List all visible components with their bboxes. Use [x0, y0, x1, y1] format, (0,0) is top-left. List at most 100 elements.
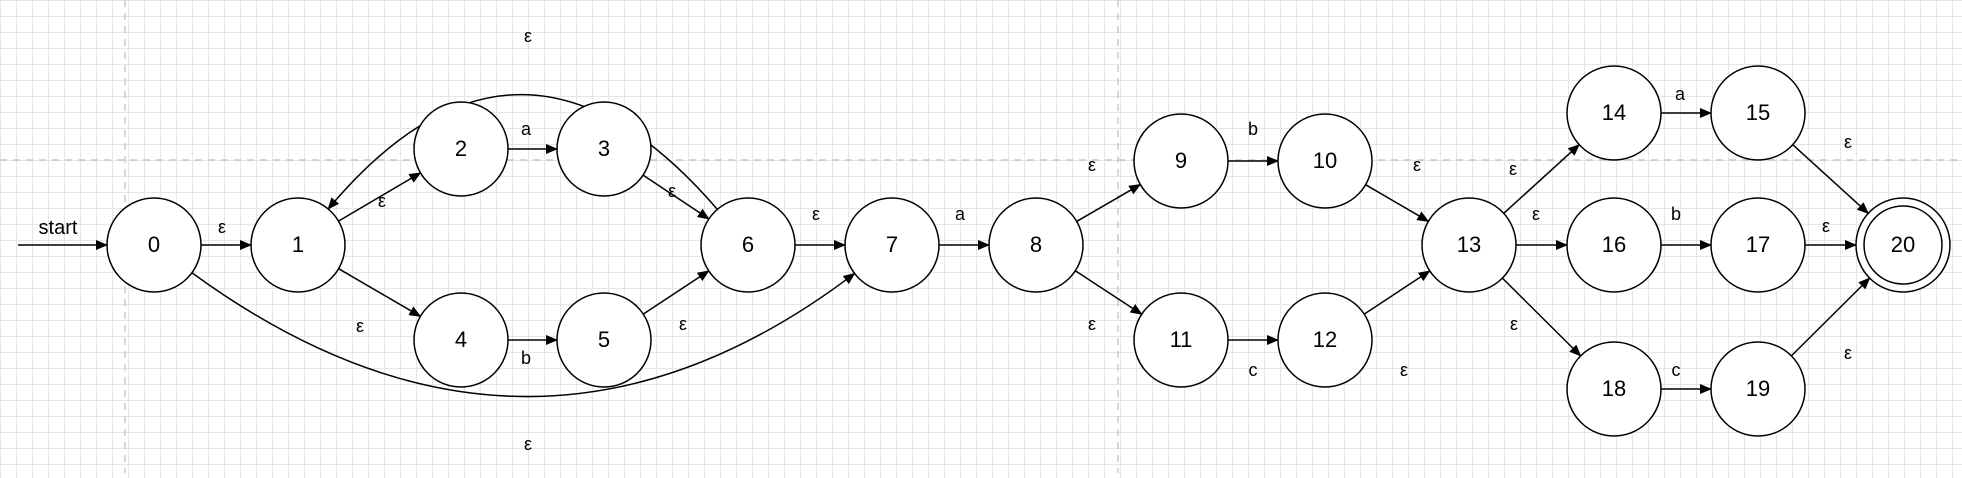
state-circle [556, 101, 652, 197]
state-8: 8 [988, 197, 1084, 293]
state-label: 12 [1313, 327, 1337, 352]
state-2: 2 [413, 101, 509, 197]
transition-arrow-13-14 [1503, 143, 1580, 214]
state-label: 5 [598, 327, 610, 352]
state-label: 3 [598, 136, 610, 161]
state-label: 20 [1891, 232, 1915, 257]
state-label: 2 [455, 136, 467, 161]
transition-label-1-4: ε [356, 316, 364, 336]
state-label: 0 [148, 232, 160, 257]
transition-label-8-9: ε [1088, 155, 1096, 175]
state-circle [1421, 197, 1517, 293]
transition-label-13-18: ε [1510, 314, 1518, 334]
accepting-inner-circle [1863, 205, 1943, 285]
state-4: 4 [413, 292, 509, 388]
state-label: 13 [1457, 232, 1481, 257]
transition-arrow-0-7 [191, 272, 856, 398]
transition-label-8-11: ε [1088, 314, 1096, 334]
transition-label-3-6: ε [668, 181, 676, 201]
state-label: 4 [455, 327, 467, 352]
transition-arrow-8-9 [1076, 183, 1142, 223]
state-circle [556, 292, 652, 388]
transition-label-5-6: ε [679, 314, 687, 334]
transitions-layer [191, 93, 1871, 398]
state-label: 9 [1175, 148, 1187, 173]
state-label: 1 [292, 232, 304, 257]
state-9: 9 [1133, 113, 1229, 209]
transition-arrow-1-2 [338, 172, 422, 222]
state-11: 11 [1133, 292, 1229, 388]
transition-label-16-17: b [1671, 204, 1681, 224]
state-label: 17 [1746, 232, 1770, 257]
transition-label-0-7: ε [524, 434, 532, 454]
transition-label-19-20: ε [1844, 343, 1852, 363]
state-circle [1710, 341, 1806, 437]
state-5: 5 [556, 292, 652, 388]
transition-arrow-19-20 [1790, 277, 1871, 357]
state-13: 13 [1421, 197, 1517, 293]
state-label: 10 [1313, 148, 1337, 173]
state-circle [1566, 341, 1662, 437]
state-label: 8 [1030, 232, 1042, 257]
state-circle [844, 197, 940, 293]
state-circle [1566, 65, 1662, 161]
state-16: 16 [1566, 197, 1662, 293]
transition-label-10-13: ε [1413, 155, 1421, 175]
state-circle [1710, 197, 1806, 293]
state-circle [1133, 292, 1229, 388]
state-6: 6 [700, 197, 796, 293]
state-10: 10 [1277, 113, 1373, 209]
state-label: 16 [1602, 232, 1626, 257]
state-circle [988, 197, 1084, 293]
state-20: 20 [1855, 197, 1951, 293]
state-1: 1 [250, 197, 346, 293]
state-12: 12 [1277, 292, 1373, 388]
start-label: start [39, 217, 78, 239]
transition-arrow-3-6 [642, 174, 710, 220]
transition-arrow-1-4 [338, 268, 422, 317]
transition-label-12-13: ε [1400, 360, 1408, 380]
state-14: 14 [1566, 65, 1662, 161]
transition-label-6-7: ε [812, 204, 820, 224]
state-circle [250, 197, 346, 293]
state-label: 15 [1746, 100, 1770, 125]
state-label: 14 [1602, 100, 1626, 125]
state-label: 18 [1602, 376, 1626, 401]
transition-arrow-6-1 [327, 93, 718, 210]
state-0: 0 [106, 197, 202, 293]
state-circle [1277, 113, 1373, 209]
transition-arrow-12-13 [1363, 270, 1431, 315]
transition-label-9-10: b [1248, 119, 1258, 139]
state-label: 6 [742, 232, 754, 257]
state-label: 11 [1170, 327, 1193, 352]
state-7: 7 [844, 197, 940, 293]
transition-label-14-15: a [1675, 84, 1686, 104]
state-circle [1855, 197, 1951, 293]
state-15: 15 [1710, 65, 1806, 161]
transition-label-11-12: c [1249, 360, 1258, 380]
transition-arrow-10-13 [1365, 184, 1430, 222]
transition-label-4-5: b [521, 348, 531, 368]
start-arrow: start [18, 217, 108, 250]
state-17: 17 [1710, 197, 1806, 293]
transition-label-13-16: ε [1532, 204, 1540, 224]
state-circle [413, 101, 509, 197]
state-circle [1566, 197, 1662, 293]
transition-label-2-3: a [521, 119, 532, 139]
transition-label-15-20: ε [1844, 132, 1852, 152]
state-3: 3 [556, 101, 652, 197]
state-label: 19 [1746, 376, 1770, 401]
transition-label-1-2: ε [378, 191, 386, 211]
state-circle [1277, 292, 1373, 388]
transition-label-0-1: ε [218, 217, 226, 237]
transition-label-6-1: ε [524, 26, 532, 46]
state-19: 19 [1710, 341, 1806, 437]
transition-arrow-5-6 [642, 270, 710, 315]
transition-label-13-14: ε [1509, 159, 1517, 179]
state-circle [1710, 65, 1806, 161]
transition-arrow-15-20 [1792, 144, 1869, 215]
